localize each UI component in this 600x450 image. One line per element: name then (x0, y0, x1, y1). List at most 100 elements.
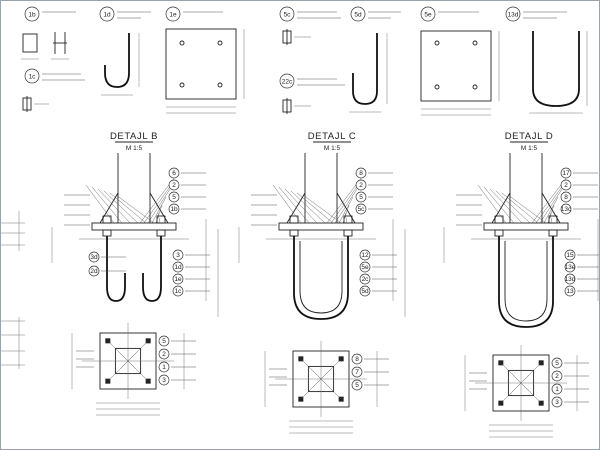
leader-line (501, 192, 539, 224)
callout-number: 5d (361, 288, 369, 295)
leader-line (147, 188, 171, 224)
callout-number: 5 (172, 194, 176, 201)
plan-diagonal (512, 374, 542, 404)
callout-number: 2c (362, 276, 370, 283)
plan-diagonal (119, 352, 149, 382)
callout-bubble (551, 357, 563, 369)
callout-number: 8 (359, 170, 363, 177)
callout-number: 7 (355, 369, 359, 376)
part-13d: 13d (505, 6, 588, 114)
leader-line (284, 188, 318, 224)
anchor-nut (343, 215, 353, 224)
svg-text:1c: 1c (29, 74, 37, 81)
svg-text:22c: 22c (282, 79, 293, 86)
callout-number: 3 (176, 252, 180, 259)
leader-line (338, 196, 354, 224)
anchor-nut (102, 215, 112, 224)
callout-number: 1 (162, 364, 166, 371)
anchor-nut (156, 215, 166, 224)
callout-number: 3d (90, 254, 98, 261)
callout-bubble (560, 203, 572, 215)
callout-bubble (351, 366, 363, 378)
callout-bubble (564, 261, 576, 273)
leader-line (334, 188, 358, 224)
callout-number: 2 (564, 182, 568, 189)
anchor-nut (548, 215, 558, 224)
callout-bubble (172, 249, 184, 261)
leader-line (155, 204, 163, 224)
leader-line (91, 186, 123, 224)
base-plate (483, 222, 569, 231)
anchor-bolt-bar (106, 236, 126, 302)
detail-b-scale: M 1:5 (126, 145, 143, 152)
anchor-nut (548, 229, 558, 237)
callout-number: 5 (359, 194, 363, 201)
callout-number: 2 (359, 182, 363, 189)
callout-number: 13e (565, 264, 576, 271)
callout-number: 13d (565, 276, 576, 283)
callout-bubble (158, 361, 170, 373)
svg-text:13d: 13d (508, 12, 519, 19)
svg-text:1e: 1e (169, 12, 177, 19)
callout-number: 15 (566, 252, 574, 259)
svg-text:1d: 1d (103, 12, 111, 19)
callout-bubble (551, 383, 563, 395)
callout-number: 1c (175, 288, 183, 295)
leader-line (547, 204, 555, 224)
callout-bubble (355, 167, 367, 179)
anchor-nut (343, 229, 353, 237)
part-13c-plate: 5e (420, 6, 500, 116)
leader-line (344, 212, 348, 224)
callout-bubble (158, 348, 170, 360)
leader-line (302, 194, 342, 224)
callout-bubble (359, 285, 371, 297)
leader-line (535, 180, 567, 224)
detail-c-heading: DETAJL C M 1:5 (308, 131, 357, 152)
callout-number: 3 (555, 399, 559, 406)
callout-number: 13c (561, 206, 572, 213)
callout-bubble (359, 273, 371, 285)
part-1e: 1e (165, 6, 245, 114)
callout-bubble (172, 285, 184, 297)
callout-bubble (564, 249, 576, 261)
detail-b-title: DETAJL B (110, 131, 158, 142)
detail-d-scale: M 1:5 (521, 145, 538, 152)
detail-c-title: DETAJL C (308, 131, 357, 142)
leader-line (477, 184, 507, 224)
callout-bubble (560, 179, 572, 191)
anchor-nut (289, 215, 299, 224)
left-partial-detail (1, 211, 25, 369)
leader-line (103, 190, 139, 224)
leader-line (157, 212, 161, 224)
callout-bubble (359, 261, 371, 273)
callout-number: 6 (172, 170, 176, 177)
callout-number: 1e (174, 276, 182, 283)
callout-bubble (355, 191, 367, 203)
detail-d-heading: DETAJL D M 1:5 (505, 131, 553, 152)
callout-number: 17 (562, 170, 570, 177)
leader-line (85, 184, 115, 224)
anchor-bolt-bar (498, 236, 554, 328)
part-22c: 22c (279, 73, 345, 114)
callout-bubble (168, 167, 180, 179)
callout-number: 2 (172, 182, 176, 189)
leader-line (495, 190, 531, 224)
leader-line (278, 186, 310, 224)
leader-line (483, 186, 515, 224)
callout-bubble (168, 203, 180, 215)
callout-number: 2 (555, 373, 559, 380)
callout-bubble (551, 396, 563, 408)
anchor-nut (102, 229, 112, 237)
callout-number: 12 (361, 252, 369, 259)
leader-line (272, 184, 302, 224)
anchor-bolt-bar (142, 236, 162, 302)
callout-bubble (560, 167, 572, 179)
callout-bubble (158, 374, 170, 386)
leader-line (342, 204, 350, 224)
part-1b: 1b (21, 6, 76, 60)
svg-text:5c: 5c (284, 12, 292, 19)
